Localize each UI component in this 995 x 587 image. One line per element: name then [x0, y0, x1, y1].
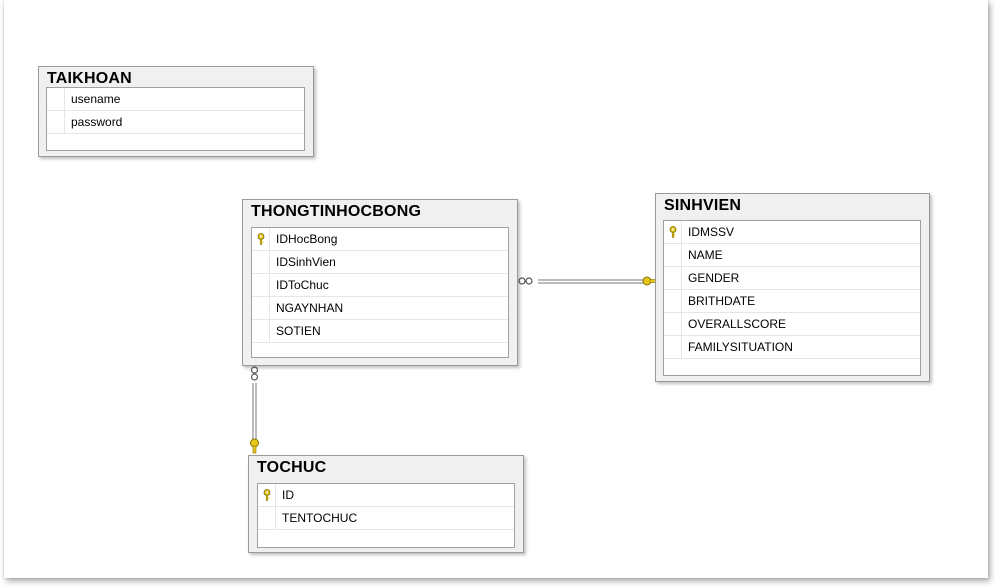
table-tochuc[interactable]: TOCHUC ID TENTOCHUC — [248, 455, 524, 553]
column-row[interactable]: IDSinhVien — [252, 251, 508, 274]
column-grid: ID TENTOCHUC — [257, 483, 515, 548]
relationship-lines — [250, 276, 658, 454]
column-row[interactable]: usename — [47, 88, 304, 111]
column-row[interactable]: password — [47, 111, 304, 134]
infinity-end-icon — [250, 366, 259, 374]
column-row[interactable]: NAME — [664, 244, 920, 267]
column-row[interactable]: TENTOCHUC — [258, 507, 514, 530]
column-name: password — [71, 115, 123, 129]
key-cell — [47, 111, 65, 133]
key-cell — [664, 290, 682, 312]
column-name: NGAYNHAN — [276, 301, 344, 315]
column-grid: usename password — [46, 87, 305, 151]
key-cell — [664, 267, 682, 289]
column-row[interactable]: NGAYNHAN — [252, 297, 508, 320]
column-name: TENTOCHUC — [282, 511, 358, 525]
column-name: ID — [282, 488, 294, 502]
column-row[interactable]: IDMSSV — [664, 221, 920, 244]
column-name: IDHocBong — [276, 232, 338, 246]
column-row[interactable]: OVERALLSCORE — [664, 313, 920, 336]
primary-key-icon — [257, 233, 264, 245]
column-row[interactable]: IDHocBong — [252, 228, 508, 251]
key-cell — [664, 221, 682, 243]
table-title: THONGTINHOCBONG — [251, 203, 422, 220]
table-title: SINHVIEN — [664, 197, 742, 214]
table-sinhvien[interactable]: SINHVIEN IDMSSV NAME GENDER BRITHDATE OVERAL… — [655, 193, 930, 382]
relationship-tochuc[interactable] — [250, 366, 259, 454]
key-cell — [252, 320, 270, 342]
infinity-end-icon — [518, 277, 526, 285]
table-title: TAIKHOAN — [47, 70, 132, 87]
key-cell — [664, 313, 682, 335]
key-cell — [252, 274, 270, 296]
column-name: SOTIEN — [276, 324, 321, 338]
column-name: NAME — [688, 248, 723, 262]
column-name: FAMILYSITUATION — [688, 340, 793, 354]
diagram-canvas: TAIKHOAN usename password THONGTINHOCBONG… — [4, 0, 988, 578]
column-name: OVERALLSCORE — [688, 317, 787, 331]
table-title: TOCHUC — [257, 459, 327, 476]
key-cell — [664, 244, 682, 266]
column-name: GENDER — [688, 271, 740, 285]
column-row[interactable]: SOTIEN — [252, 320, 508, 343]
column-name: usename — [71, 92, 121, 106]
primary-key-icon — [669, 226, 676, 238]
column-name: BRITHDATE — [688, 294, 756, 308]
column-row[interactable]: FAMILYSITUATION — [664, 336, 920, 359]
key-cell — [252, 228, 270, 250]
column-row[interactable]: IDToChuc — [252, 274, 508, 297]
primary-key-icon — [263, 489, 270, 501]
column-name: IDSinhVien — [276, 255, 336, 269]
table-taikhoan[interactable]: TAIKHOAN usename password — [38, 66, 314, 157]
key-cell — [252, 297, 270, 319]
column-row[interactable]: BRITHDATE — [664, 290, 920, 313]
key-cell — [258, 484, 276, 506]
key-cell — [258, 507, 276, 529]
key-cell — [252, 251, 270, 273]
column-name: IDToChuc — [276, 278, 329, 292]
key-cell — [47, 88, 65, 110]
column-row[interactable]: GENDER — [664, 267, 920, 290]
key-cell — [664, 336, 682, 358]
relationship-sinhvien[interactable] — [518, 276, 658, 286]
column-name: IDMSSV — [688, 225, 735, 239]
column-grid: IDMSSV NAME GENDER BRITHDATE OVERALLSCORE FAM… — [663, 220, 921, 376]
column-row[interactable]: ID — [258, 484, 514, 507]
